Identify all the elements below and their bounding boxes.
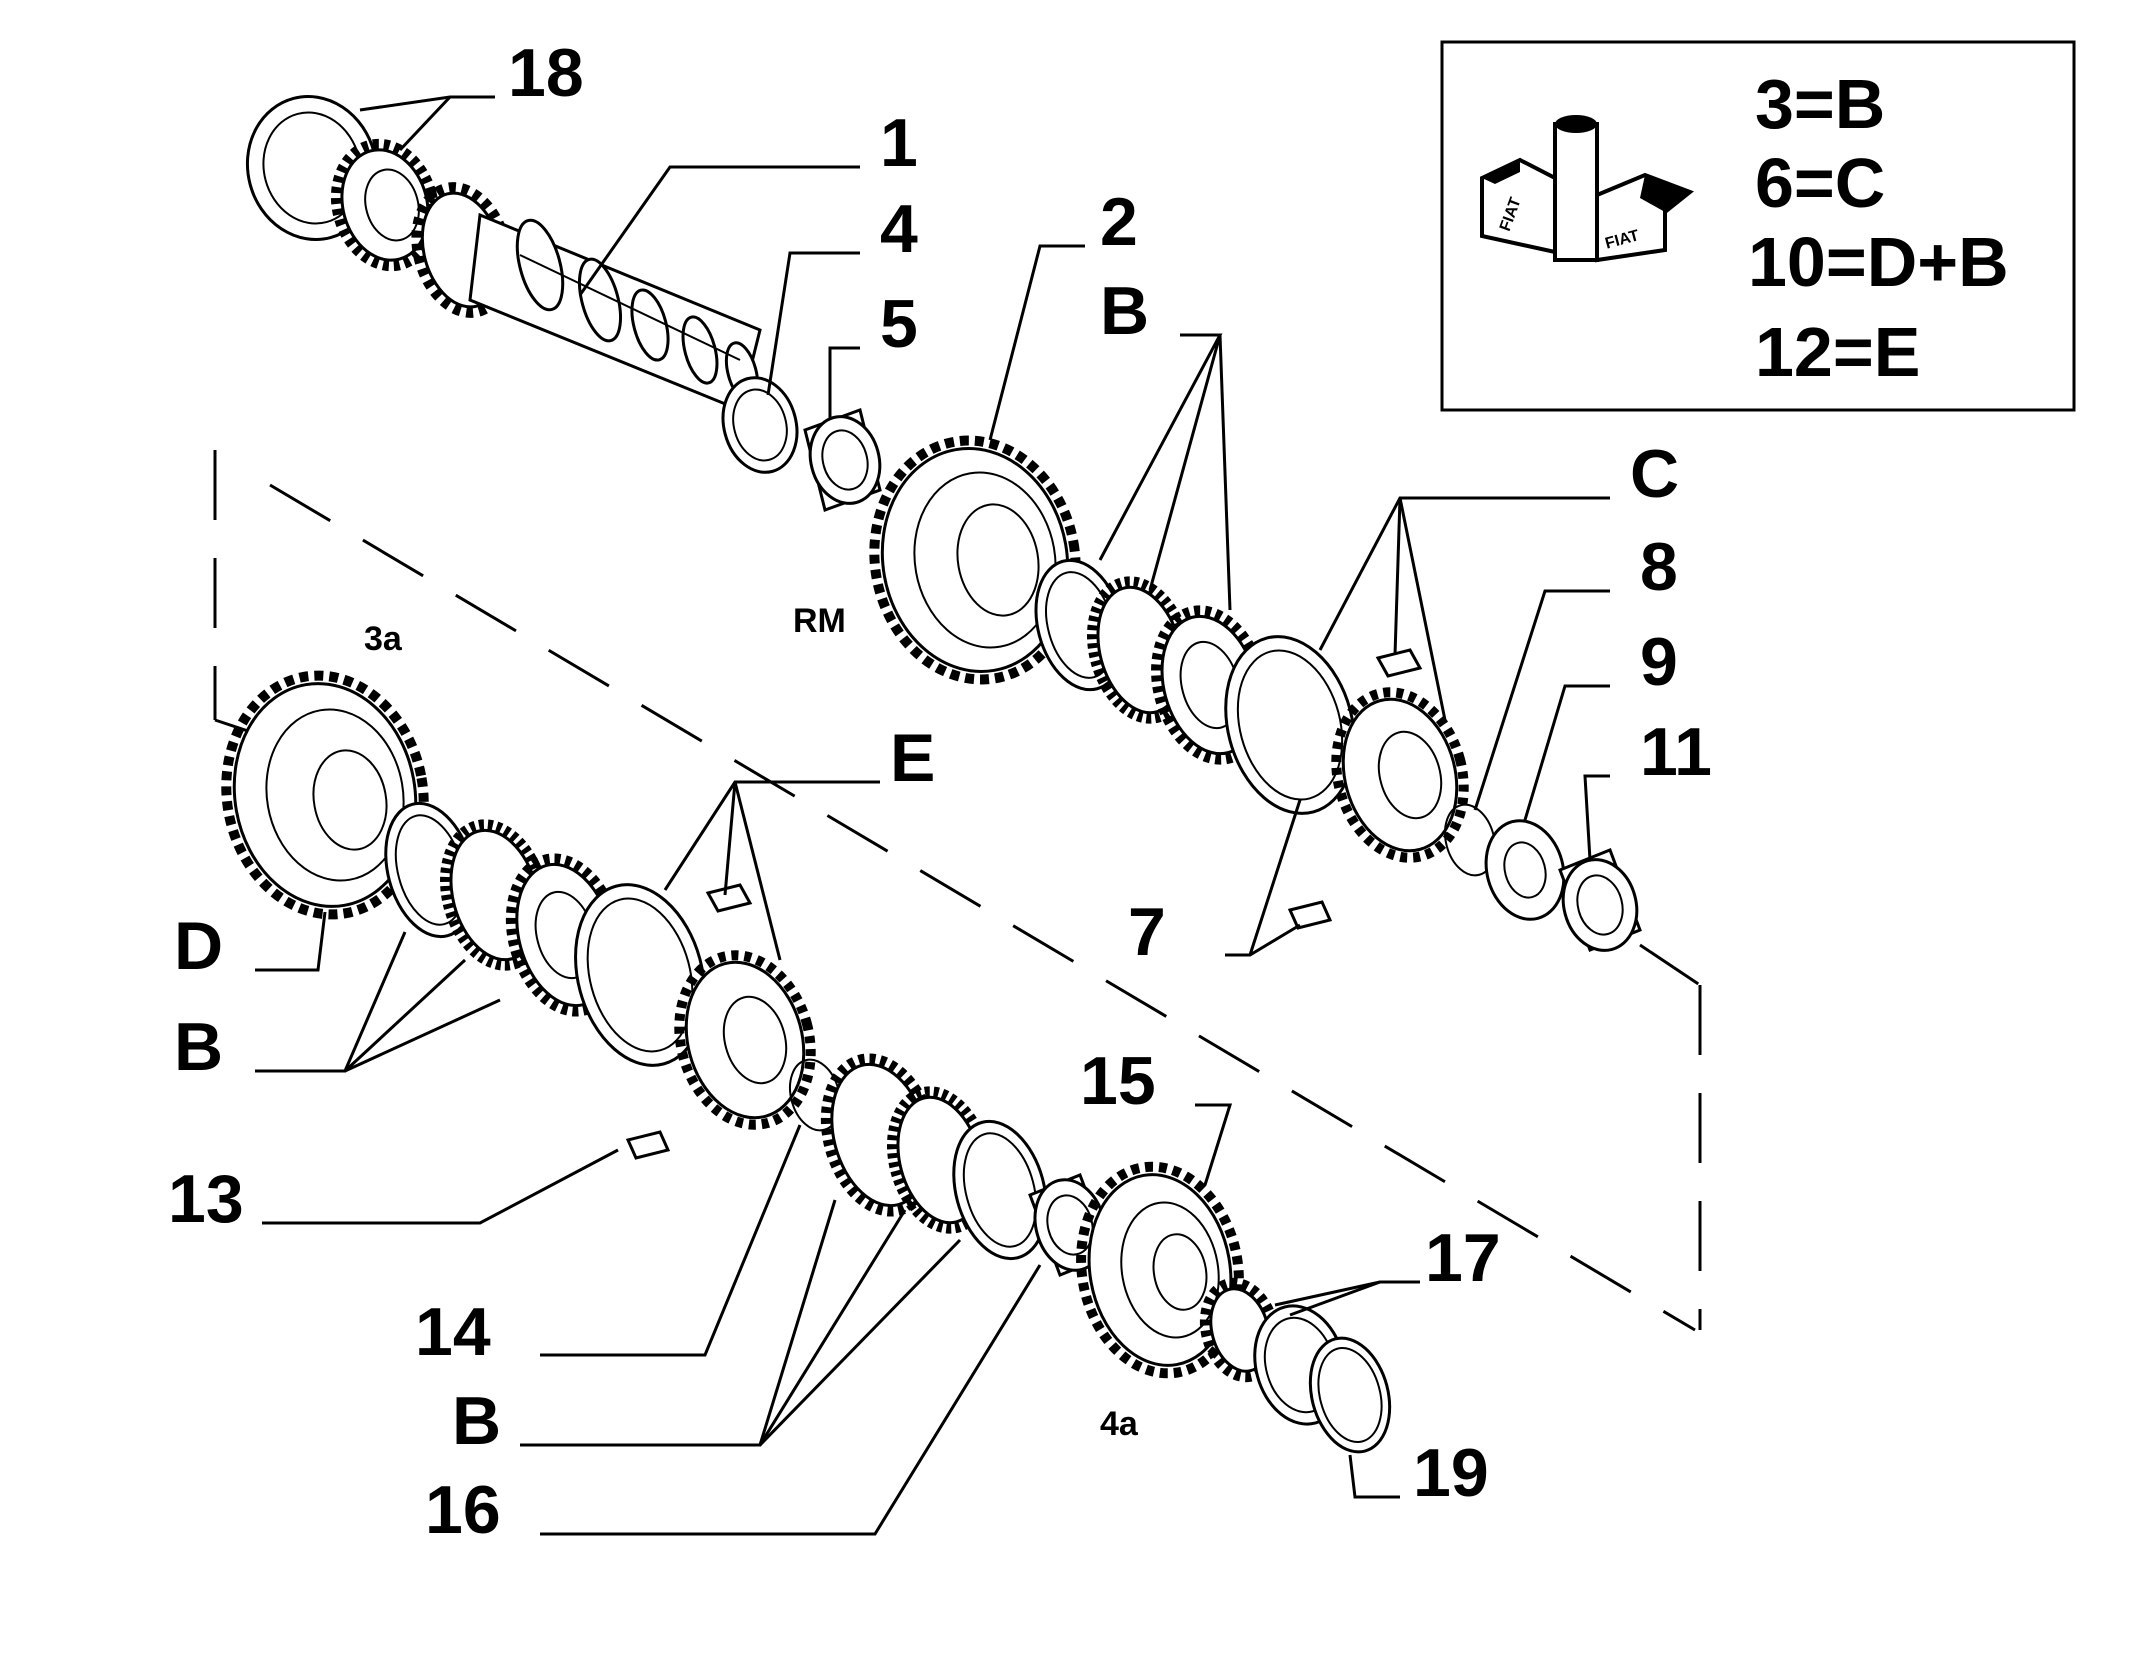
- spacer-9: [1484, 819, 1566, 921]
- callout-b-left: B: [174, 1009, 223, 1085]
- legend-line-2: 6=C: [1755, 144, 1885, 222]
- shift-key-13: [625, 1130, 671, 1160]
- shift-key-e-top: [705, 883, 753, 913]
- gear-3a: [221, 670, 429, 920]
- legend-box: FIAT FIAT 3=B 6=C 10=D+B 12=E: [1440, 40, 2076, 412]
- callout-8: 8: [1640, 529, 1678, 605]
- synchro-hub-e: [674, 950, 816, 1130]
- shim-19: [1308, 1336, 1392, 1454]
- fiat-logo-icon: FIAT FIAT: [1480, 115, 1694, 263]
- callout-13: 13: [168, 1161, 244, 1237]
- synchro-hub-c: [1331, 687, 1469, 863]
- callout-c: C: [1630, 436, 1679, 512]
- needle-bearing-5: [803, 408, 882, 512]
- callout-4: 4: [880, 191, 918, 267]
- legend-line-4: 12=E: [1755, 313, 1920, 391]
- callout-16: 16: [425, 1472, 501, 1548]
- callout-b-upper: B: [1100, 273, 1149, 349]
- callout-7: 7: [1128, 894, 1166, 970]
- input-shaft-1: [411, 182, 762, 413]
- small-labels: RM 3a 4a: [364, 602, 1139, 1443]
- legend-line-3: 10=D+B: [1748, 223, 2009, 301]
- callout-2: 2: [1100, 184, 1138, 260]
- callout-1: 1: [880, 105, 918, 181]
- label-3a: 3a: [364, 620, 403, 658]
- callout-11: 11: [1640, 714, 1712, 790]
- label-4a: 4a: [1100, 1405, 1139, 1443]
- reverse-gear-2: [869, 435, 1081, 685]
- needle-bearing-11: [1558, 848, 1642, 952]
- callout-5: 5: [880, 286, 918, 362]
- callout-9: 9: [1640, 624, 1678, 700]
- leader-lines: [255, 95, 1610, 1536]
- label-rm: RM: [793, 602, 846, 640]
- callout-e: E: [890, 720, 935, 796]
- synchro-ring-b-lower-6: [952, 1119, 1048, 1261]
- shift-key-c-top: [1375, 648, 1423, 678]
- gear-4a-15: [1076, 1161, 1244, 1379]
- sliding-sleeve-e: [574, 883, 706, 1067]
- callout-17: 17: [1425, 1220, 1501, 1296]
- callout-18: 18: [508, 35, 584, 111]
- thrust-washer-4: [721, 376, 799, 474]
- callout-b-lower: B: [452, 1383, 501, 1459]
- shift-key-7: [1287, 900, 1333, 930]
- callout-14: 14: [415, 1294, 491, 1370]
- callout-19: 19: [1413, 1435, 1489, 1511]
- callout-d: D: [174, 908, 223, 984]
- bearing-cone-18: [330, 138, 440, 272]
- dashed-assembly-boundary: [213, 450, 1702, 1332]
- sliding-sleeve-c: [1224, 635, 1356, 815]
- legend-line-1: 3=B: [1755, 65, 1885, 143]
- callout-labels: 18 1 4 5 2 B C 8 9 11 7 E D B 13 15 14 1…: [168, 35, 1712, 1548]
- callout-15: 15: [1080, 1043, 1156, 1119]
